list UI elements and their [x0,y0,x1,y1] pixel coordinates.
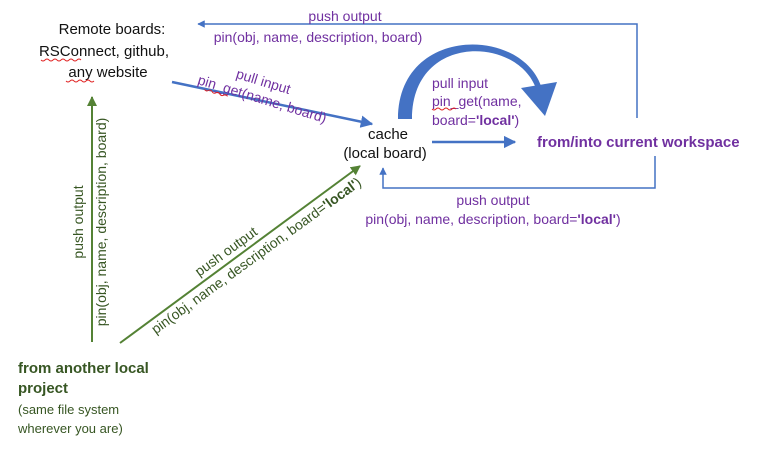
spellcheck-underline [204,89,228,97]
push-output-call-vertical: pin(obj, name, description, board) [93,118,109,327]
push-output-call-top: pin(obj, name, description, board) [214,29,423,45]
push-output-connector-bottom [379,156,656,189]
edge-cache-to-workspace: pull input pin_get(name, board='local') [398,44,557,149]
local-project-note-line2: wherever you are) [17,421,123,436]
local-project-title-line1: from another local [18,360,149,377]
pull-input-arrow-remote [171,80,374,128]
edge-workspace-to-remote: push output pin(obj, name, description, … [197,8,638,118]
push-output-call-bottom: pin(obj, name, description, board='local… [365,211,620,227]
push-output-label-vertical: push output [70,185,86,258]
workspace-node: from/into current workspace [537,134,740,151]
spellcheck-underline [431,107,457,111]
pull-input-annotation-remote: pull input pin_get(name, board) [196,65,329,125]
local-project-node: from another local project (same file sy… [17,360,149,436]
remote-boards-any-website: any website [68,64,147,81]
curved-arrow-body [398,44,541,119]
pull-input-label-workspace: pull input [432,75,488,91]
local-project-note-line1: (same file system [18,402,119,417]
pull-input-call-workspace-line1: pin_get(name, [432,93,522,109]
remote-boards-services: RSConnect, github, [39,43,169,60]
push-output-label-top: push output [308,8,381,24]
edge-local-to-cache: push output pin(obj, name, description, … [119,165,364,344]
cache-title: cache [368,126,408,143]
pull-input-call-workspace-line2: board='local') [432,112,519,128]
push-output-arrow-diagonal [119,165,361,344]
cache-subtitle: (local board) [343,145,426,162]
local-project-title-line2: project [18,380,68,397]
edge-workspace-to-cache: push output pin(obj, name, description, … [365,156,656,227]
push-output-label-bottom: push output [456,192,529,208]
remote-boards-title: Remote boards: [59,21,166,38]
workspace-label: from/into current workspace [537,134,740,151]
push-output-connector-top [197,20,638,118]
curved-arrow-head [521,82,557,116]
spellcheck-underline [40,58,82,62]
spellcheck-underline [65,79,95,83]
push-output-call-diagonal: pin(obj, name, description, board='local… [148,174,364,337]
cache-node: cache (local board) [343,126,426,162]
edge-remote-to-cache: pull input pin_get(name, board) [171,65,374,128]
edge-local-to-remote: push output pin(obj, name, description, … [70,96,109,342]
remote-boards-node: Remote boards: RSConnect, github, any we… [39,21,169,83]
